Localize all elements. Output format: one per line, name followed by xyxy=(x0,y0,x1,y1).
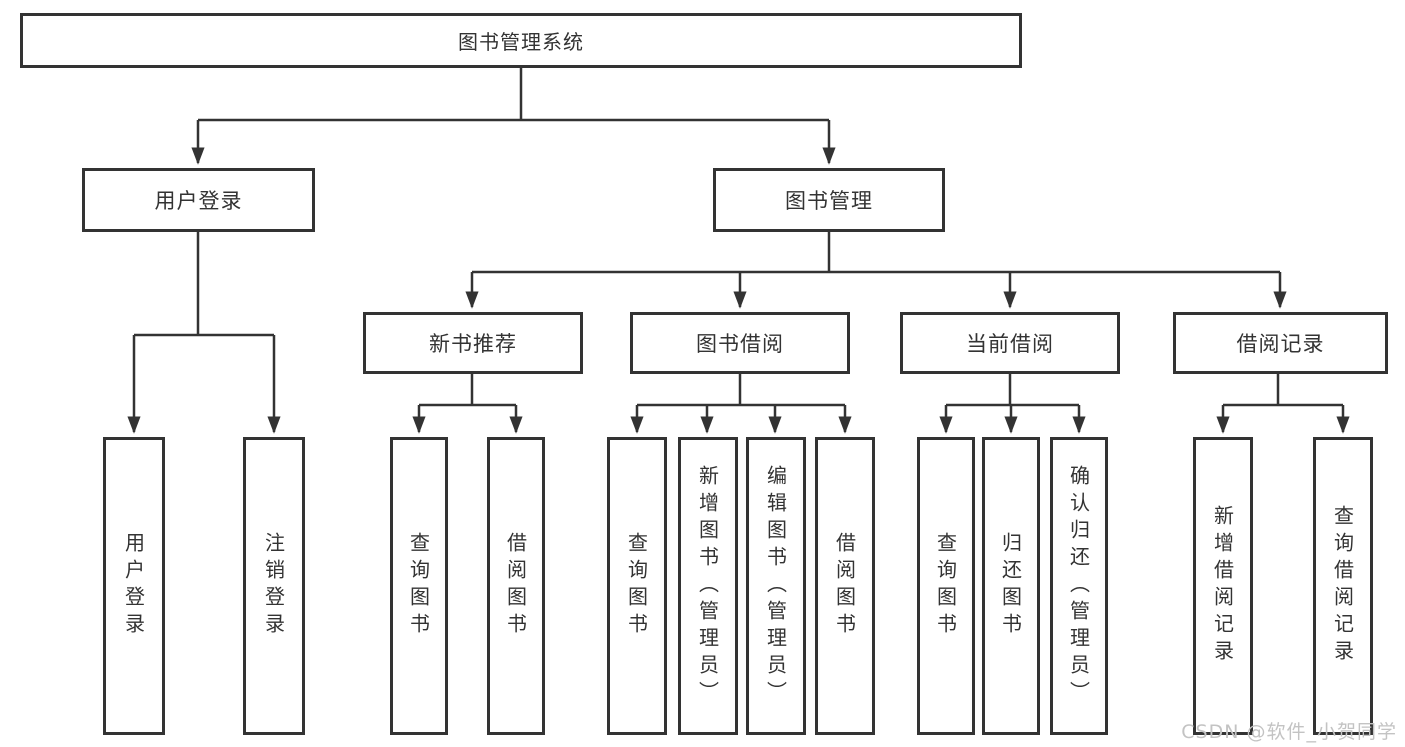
leaf-confirm-return-admin: 确认归还（管理员） xyxy=(1050,437,1108,735)
watermark: CSDN @软件_小贺同学 xyxy=(1181,721,1397,743)
leaf-edit-books-admin: 编辑图书（管理员） xyxy=(746,437,806,735)
node-library-system: 图书管理系统 xyxy=(20,13,1022,68)
leaf-query-books-borrow: 查询图书 xyxy=(607,437,667,735)
leaf-user-login: 用户登录 xyxy=(103,437,165,735)
leaf-add-borrow-record: 新增借阅记录 xyxy=(1193,437,1253,735)
leaf-query-borrow-record: 查询借阅记录 xyxy=(1313,437,1373,735)
leaf-logout: 注销登录 xyxy=(243,437,305,735)
node-user-login: 用户登录 xyxy=(82,168,315,232)
node-new-book-recommend: 新书推荐 xyxy=(363,312,583,374)
leaf-add-books-admin: 新增图书（管理员） xyxy=(678,437,738,735)
leaf-query-books-recommend: 查询图书 xyxy=(390,437,448,735)
leaf-query-books-current: 查询图书 xyxy=(917,437,975,735)
node-book-management: 图书管理 xyxy=(713,168,945,232)
node-borrowing-records: 借阅记录 xyxy=(1173,312,1388,374)
leaf-borrow-books: 借阅图书 xyxy=(815,437,875,735)
leaf-borrow-books-recommend: 借阅图书 xyxy=(487,437,545,735)
node-current-borrowing: 当前借阅 xyxy=(900,312,1120,374)
node-book-borrowing: 图书借阅 xyxy=(630,312,850,374)
leaf-return-books: 归还图书 xyxy=(982,437,1040,735)
